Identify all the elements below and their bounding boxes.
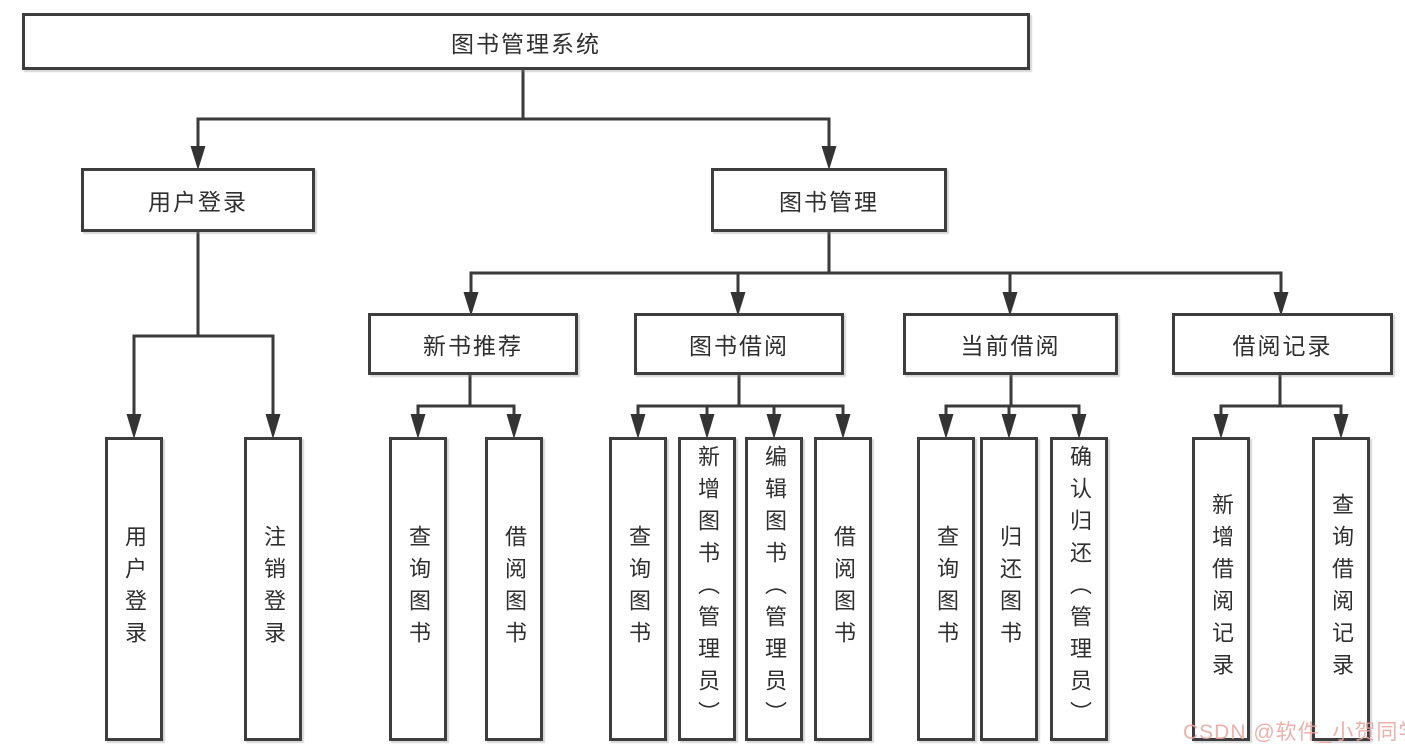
leaf-borrow-books-label: 借阅图书 bbox=[831, 525, 856, 653]
leaf-borrow-books-recommend: 借阅图书 bbox=[485, 437, 543, 741]
connector-current-borrow-to-leaves bbox=[938, 374, 1087, 439]
leaf-edit-book-admin: 编辑图书（管理员） bbox=[745, 437, 803, 741]
connector-root-to-branches bbox=[190, 69, 837, 170]
leaf-query-books-current-label: 查询图书 bbox=[934, 525, 959, 653]
leaf-add-borrow-record: 新增借阅记录 bbox=[1192, 437, 1250, 741]
node-book-management: 图书管理 bbox=[711, 168, 947, 232]
leaf-query-borrow-record: 查询借阅记录 bbox=[1312, 437, 1370, 741]
leaf-borrow-books-recommend-label: 借阅图书 bbox=[502, 525, 527, 653]
connector-book-management-to-level2 bbox=[463, 231, 1289, 316]
leaf-borrow-books: 借阅图书 bbox=[814, 437, 872, 741]
leaf-return-books: 归还图书 bbox=[980, 437, 1038, 741]
node-user-login: 用户登录 bbox=[81, 168, 315, 232]
leaf-logout-label: 注销登录 bbox=[261, 525, 286, 653]
node-root: 图书管理系统 bbox=[22, 13, 1030, 70]
leaf-confirm-return-admin: 确认归还（管理员） bbox=[1050, 437, 1108, 741]
leaf-logout: 注销登录 bbox=[244, 437, 302, 741]
node-current-borrow: 当前借阅 bbox=[903, 313, 1118, 375]
leaf-user-login-label: 用户登录 bbox=[122, 525, 147, 653]
leaf-edit-book-admin-label: 编辑图书（管理员） bbox=[762, 445, 787, 733]
node-new-book-recommend-label: 新书推荐 bbox=[423, 333, 523, 359]
leaf-query-books-recommend-label: 查询图书 bbox=[406, 525, 431, 653]
csdn-watermark: CSDN @软件_小贺同学 bbox=[1183, 721, 1405, 744]
node-new-book-recommend: 新书推荐 bbox=[368, 313, 578, 375]
connector-borrow-records-to-leaves bbox=[1213, 374, 1349, 439]
connector-new-book-recommend-to-leaves bbox=[410, 374, 522, 439]
node-book-borrow-label: 图书借阅 bbox=[689, 333, 789, 359]
leaf-return-books-label: 归还图书 bbox=[997, 525, 1022, 653]
leaf-query-books-recommend: 查询图书 bbox=[389, 437, 447, 741]
leaf-query-borrow-record-label: 查询借阅记录 bbox=[1329, 493, 1354, 685]
connector-book-borrow-to-leaves bbox=[630, 374, 851, 439]
node-book-borrow: 图书借阅 bbox=[634, 313, 844, 375]
node-root-label: 图书管理系统 bbox=[451, 30, 601, 57]
leaf-confirm-return-admin-label: 确认归还（管理员） bbox=[1067, 445, 1092, 733]
node-borrow-records-label: 借阅记录 bbox=[1232, 333, 1333, 359]
node-book-management-label: 图书管理 bbox=[779, 189, 879, 215]
node-current-borrow-label: 当前借阅 bbox=[960, 333, 1061, 359]
leaf-query-books-borrow: 查询图书 bbox=[609, 437, 667, 741]
node-borrow-records: 借阅记录 bbox=[1172, 313, 1393, 375]
node-user-login-label: 用户登录 bbox=[148, 189, 248, 215]
leaf-user-login: 用户登录 bbox=[105, 437, 163, 741]
connector-user-login-to-leaves bbox=[126, 231, 281, 439]
leaf-add-borrow-record-label: 新增借阅记录 bbox=[1209, 493, 1234, 685]
leaf-add-book-admin-label: 新增图书（管理员） bbox=[695, 445, 720, 733]
leaf-query-books-current: 查询图书 bbox=[917, 437, 975, 741]
leaf-add-book-admin: 新增图书（管理员） bbox=[678, 437, 736, 741]
leaf-query-books-borrow-label: 查询图书 bbox=[626, 525, 651, 653]
